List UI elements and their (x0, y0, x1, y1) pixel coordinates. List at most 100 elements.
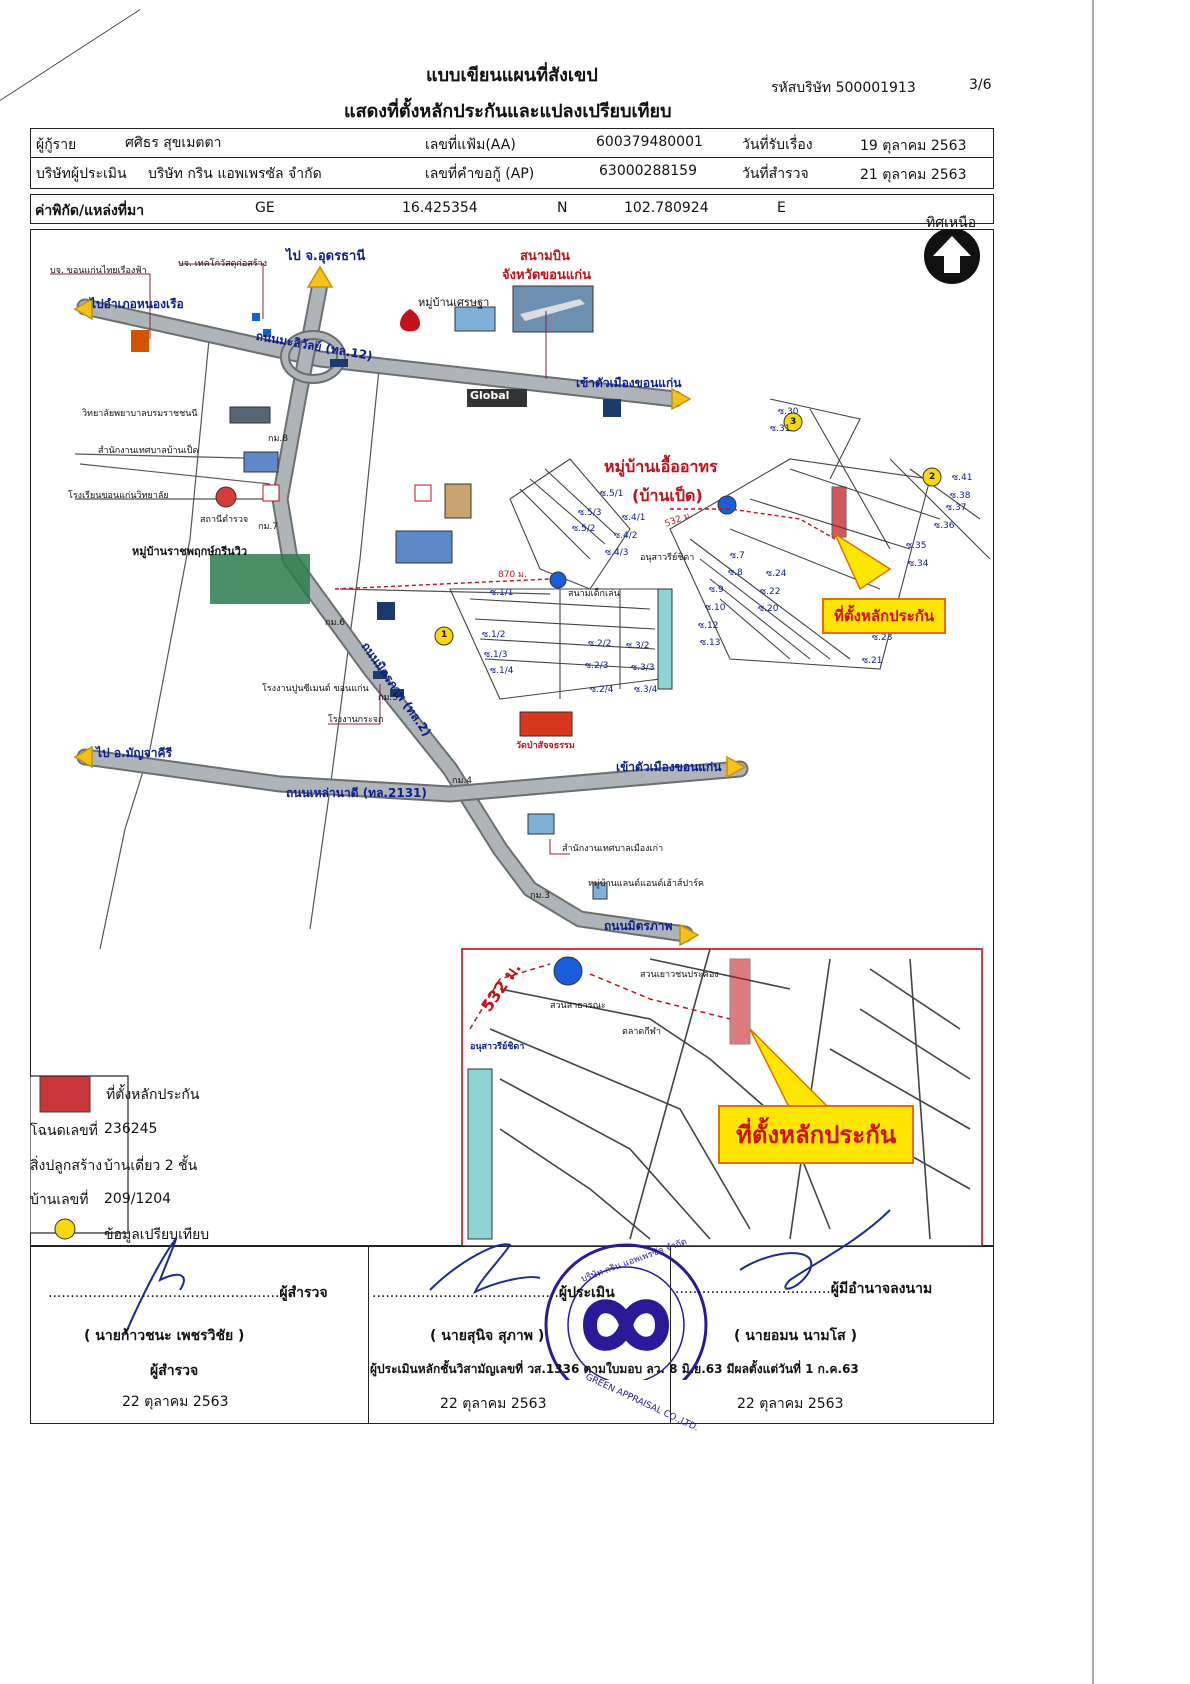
label-km3: กม.3 (530, 891, 550, 901)
soi-label: ซ.1/1 (490, 588, 514, 598)
factory-icon (330, 359, 348, 367)
label-land-and-house: หมู่บ้านแลนด์แอนด์เฮ้าส์ปาร์ค (588, 879, 705, 889)
label-monument: อนุสาวรีย์ชิดา (640, 553, 695, 563)
soi-label: ซ.24 (766, 569, 787, 579)
inset-label-playground: สวนเยาวชนประคอง (640, 970, 719, 980)
legend-collateral-swatch (39, 1075, 91, 1113)
signatures-svg (124, 1209, 891, 1380)
label-global: Global (470, 389, 510, 402)
title-line2: แสดงที่ตั้งหลักประกันและแปลงเปรียบเทียบ (344, 101, 672, 122)
factory-icon (390, 689, 404, 697)
authorized-signature (739, 1209, 891, 1290)
sig-divider (368, 1246, 369, 1424)
received-value: 19 ตุลาคม 2563 (860, 138, 967, 154)
collateral-callout: ที่ตั้งหลักประกัน (822, 598, 947, 634)
label-km5: กม.5 (378, 693, 398, 703)
appraiser-company-label: บริษัทผู้ประเมิน (36, 166, 127, 182)
surveyor-role-text: ผู้สำรวจ (279, 1285, 328, 1301)
village-houses-icon (210, 554, 310, 604)
soi-label: ซ.5/2 (572, 524, 596, 534)
label-km4: กม.4 (452, 776, 472, 786)
soi-label: ซ.3/4 (634, 685, 658, 695)
file-no-label: เลขที่แฟ้ม(AA) (425, 137, 516, 153)
soi-label: ซ.2/2 (588, 639, 612, 649)
soi-label: ซ.4/2 (614, 531, 638, 541)
label-nursing-college: วิทยาลัยพยาบาลบรมราชชนนี (82, 409, 198, 419)
soi-label: ซ.5/1 (600, 489, 624, 499)
label-bkk-thai: บจ. ขอนแก่นไทยเรืองฟ้า (50, 266, 147, 276)
page-number: 3/6 (969, 77, 992, 93)
soi-label: ซ.20 (758, 604, 779, 614)
comparable-label-3: 3 (790, 417, 797, 427)
municipal-office-icon (243, 451, 279, 473)
soi-label: ซ.13 (700, 638, 721, 648)
collateral-marker-inset (729, 958, 751, 1045)
survey-date-value: 21 ตุลาคม 2563 (860, 167, 967, 183)
appraiser-company-value: บริษัท กริน แอพเพรซัล จำกัด (148, 166, 322, 182)
poi-icons (131, 285, 621, 900)
building-icon (444, 483, 472, 519)
label-to-udon: ไป จ.อุดรธานี (286, 249, 366, 264)
borrower-label: ผู้กู้ราย (36, 137, 77, 153)
soi-label: ซ.30 (778, 407, 799, 417)
north-label: ทิศเหนือ (926, 215, 977, 231)
authorized-role-text: ผู้มีอำนาจลงนาม (830, 1281, 933, 1297)
label-municipal-ban-pet: สำนักงานเทศบาลบ้านเป็ด (98, 446, 199, 456)
village-houses-icon (454, 306, 496, 332)
surveyor-title: ผู้สำรวจ (150, 1363, 199, 1379)
village-icon (592, 882, 608, 900)
house-icon (395, 530, 453, 564)
label-wat-pa: วัดป่าสัจจธรรม (516, 741, 575, 751)
soi-label: ซ.7 (730, 551, 745, 561)
company-stamp (544, 1243, 708, 1380)
appraiser-role: ........................................… (372, 1285, 615, 1301)
surveyor-signature (124, 1236, 185, 1336)
soi-label: ซ.31 (770, 424, 791, 434)
request-no-value: 63000288159 (599, 163, 697, 179)
legend-collateral-label: ที่ตั้งหลักประกัน (106, 1087, 200, 1103)
soi-label: ซ.1/4 (490, 666, 514, 676)
soi-label: ซ.34 (908, 559, 929, 569)
signature-block (30, 1246, 994, 1424)
company-icon (263, 329, 271, 337)
local-roads (74, 328, 551, 950)
coord-row (30, 194, 994, 224)
soi-label: ซ.22 (760, 587, 781, 597)
sig-divider (670, 1246, 671, 1424)
legend-house-no-label: บ้านเลขที่ (30, 1192, 89, 1208)
comparable-marker-1 (434, 626, 454, 646)
borrower-value: ศศิธร สุขเมตตา (125, 135, 222, 151)
survey-date-label: วันที่สำรวจ (742, 166, 809, 182)
coord-label: ค่าพิกัด/แหล่งที่มา (35, 203, 145, 219)
legend-house-no-value: 209/1204 (104, 1191, 172, 1207)
soi-label: ซ.10 (705, 603, 726, 613)
label-village-ratchaphruek: หมู่บ้านราชพฤกษ์กรีนวิว (132, 545, 247, 558)
label-airport-1: สนามบิน (520, 249, 570, 264)
soi-label: ซ.4/1 (622, 513, 646, 523)
appraiser-name: ( นายสุนิจ สุภาพ ) (430, 1328, 545, 1344)
coord-source: GE (255, 200, 275, 216)
roundabout-icon (549, 571, 567, 589)
page-fold (0, 0, 140, 101)
label-km8: กม.8 (268, 434, 288, 444)
authorized-name: ( นายอมน นามโส ) (734, 1328, 857, 1344)
legend-comparable-label: ข้อมูลเปรียบเทียบ (104, 1227, 210, 1243)
temple-icon (519, 711, 573, 737)
factory-icon (373, 671, 387, 679)
label-lao-nadi-road: ถนนเหล่านาดี (ทล.2131) (286, 786, 427, 800)
fuel-drop-icon (400, 309, 420, 332)
callout-pointer (833, 532, 892, 591)
received-label: วันที่รับเรื่อง (742, 137, 813, 153)
request-no-label: เลขที่คำขอกู้ (AP) (425, 166, 535, 182)
surveyor-date: 22 ตุลาคม 2563 (122, 1394, 229, 1410)
legend-deed-label: โฉนดเลขที่ (30, 1123, 98, 1139)
label-playground: สนามเด็กเล่น (568, 589, 620, 599)
north-arrow-icon (924, 229, 980, 284)
longitude: 102.780924 (624, 200, 709, 216)
soi-label: ซ.23 (872, 633, 893, 643)
label-mittraphap-end: ถนนมิตรภาพ (604, 919, 673, 933)
main-roads (76, 275, 749, 943)
surveyor-name: ( นายก้าวชนะ เพชรวิชัย ) (84, 1328, 245, 1344)
college-icon (229, 406, 271, 424)
authorized-role: ...................................ผู้มี… (675, 1281, 933, 1297)
